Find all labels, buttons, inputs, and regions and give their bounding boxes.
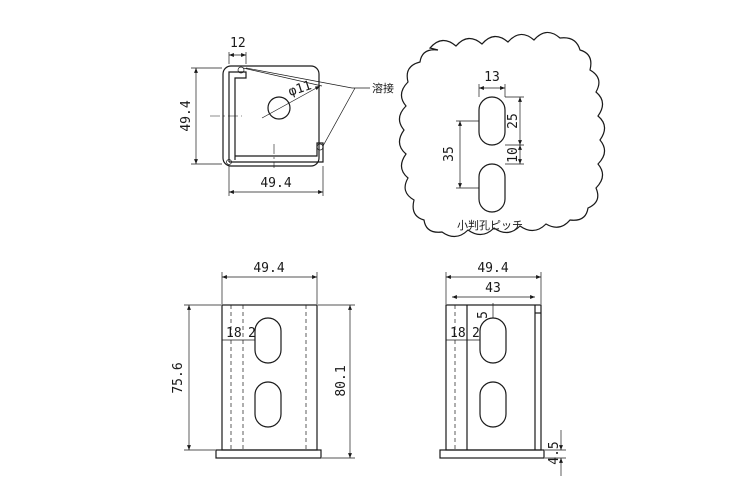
side-view: 49.4 43 5 18 2 4.5 [439,261,566,476]
detail-slot-lower [478,163,506,213]
weld-label: 溶接 [372,81,394,95]
s45-label: 4.5 [547,441,562,464]
weld-leader-1 [245,67,353,89]
weld-spot-bottom [316,143,324,151]
sw-label: 49.4 [477,261,508,276]
dim25-label: 25 [506,113,521,129]
dim35-label: 35 [442,146,457,162]
top-view: φ11 溶接 12 49.4 49.4 [179,36,394,196]
detail-slot-pitch: 13 25 10 35 小判孔ピッチ [398,31,606,238]
side-slot-upper [479,317,507,364]
weld-spot-top [237,66,245,74]
detail-cloud [398,31,606,238]
dim-w-label: 49.4 [260,176,291,191]
s2-label: 2 [472,326,480,341]
top-view-channel [228,71,247,162]
s5-label: 5 [476,311,491,319]
fw-label: 49.4 [253,261,284,276]
dim10-label: 10 [506,147,521,163]
side-slot-lower [479,381,507,428]
hole-dim-label: φ11 [287,78,314,100]
front-slot-upper [254,317,282,364]
front-base [215,449,322,459]
dim13-label: 13 [484,70,500,85]
s43-label: 43 [485,281,501,296]
hole-leader [261,85,321,119]
front-view: 49.4 18 2 75.6 80.1 [171,261,355,459]
hole-leader-2 [242,67,323,87]
weld-leader-2 [322,87,356,147]
f756-label: 75.6 [171,362,186,393]
side-base [439,449,545,459]
detail-caption: 小判孔ピッチ [457,219,523,232]
top-view-channel-lower [229,142,324,163]
top-view-hole [267,96,291,120]
dim12-label: 12 [230,36,246,51]
f18-label: 18 [226,326,242,341]
s18-label: 18 [450,326,466,341]
front-slot-lower [254,381,282,428]
dim-h-label: 49.4 [179,100,194,131]
f801-label: 80.1 [334,365,349,396]
f2-label: 2 [248,326,256,341]
weld-spot-corner [226,159,232,165]
detail-slot-upper [478,96,506,146]
